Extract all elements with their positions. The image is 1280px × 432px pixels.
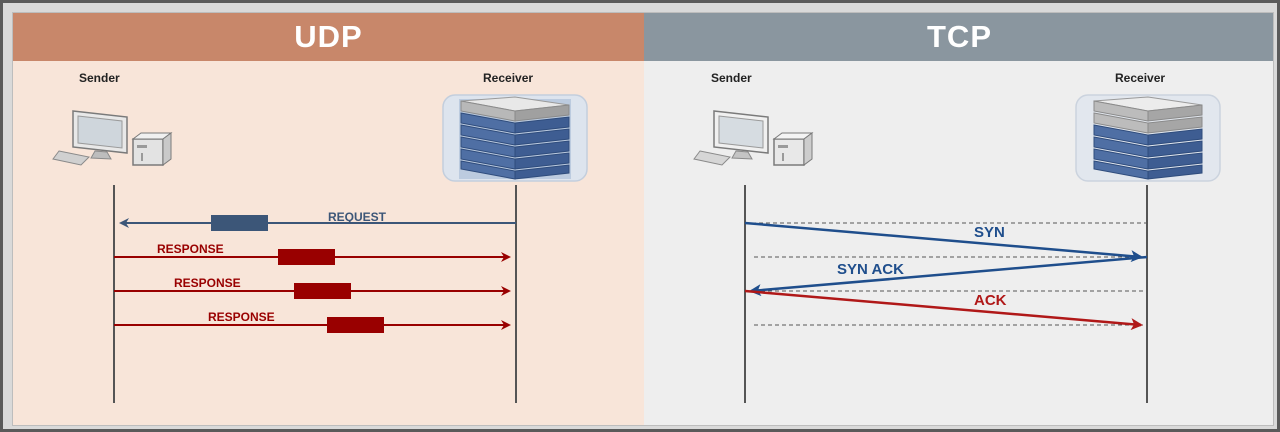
tcp-syn-ack-arrow — [749, 255, 1148, 297]
udp-receiver-label: Receiver — [483, 71, 534, 85]
udp-header: UDP — [13, 13, 644, 61]
tcp-receiver-label: Receiver — [1115, 71, 1166, 85]
udp-response-packet-1 — [278, 249, 335, 265]
server-rack-icon — [442, 94, 588, 182]
udp-sequence-diagram: REQUEST RESPONSE RESPONSE RESPONSE — [52, 94, 588, 403]
udp-request-packet — [211, 215, 268, 231]
server-rack-icon — [1075, 94, 1221, 182]
udp-response-label-1: RESPONSE — [157, 242, 224, 256]
tcp-panel: TCP Sender Receiver — [644, 13, 1273, 425]
desktop-computer-icon — [52, 110, 173, 166]
udp-response-label-3: RESPONSE — [208, 310, 275, 324]
tcp-syn-ack-label: SYN ACK — [837, 261, 904, 278]
udp-panel: UDP Sender Receiver — [13, 13, 644, 425]
tcp-sender-label: Sender — [711, 71, 752, 85]
diagram-canvas: UDP Sender Receiver — [12, 12, 1274, 426]
tcp-ack-arrow — [744, 289, 1143, 331]
udp-response-packet-3 — [327, 317, 384, 333]
udp-sender-label: Sender — [79, 71, 120, 85]
udp-response-label-2: RESPONSE — [174, 276, 241, 290]
tcp-syn-arrow — [744, 221, 1143, 263]
udp-response-packet-2 — [294, 283, 351, 299]
tcp-ack-label: ACK — [974, 292, 1007, 309]
desktop-computer-icon — [693, 110, 814, 166]
tcp-header: TCP — [644, 13, 1273, 61]
tcp-syn-label: SYN — [974, 224, 1005, 241]
tcp-sequence-diagram: SYN SYN ACK ACK — [693, 94, 1221, 403]
udp-request-label: REQUEST — [328, 210, 387, 224]
